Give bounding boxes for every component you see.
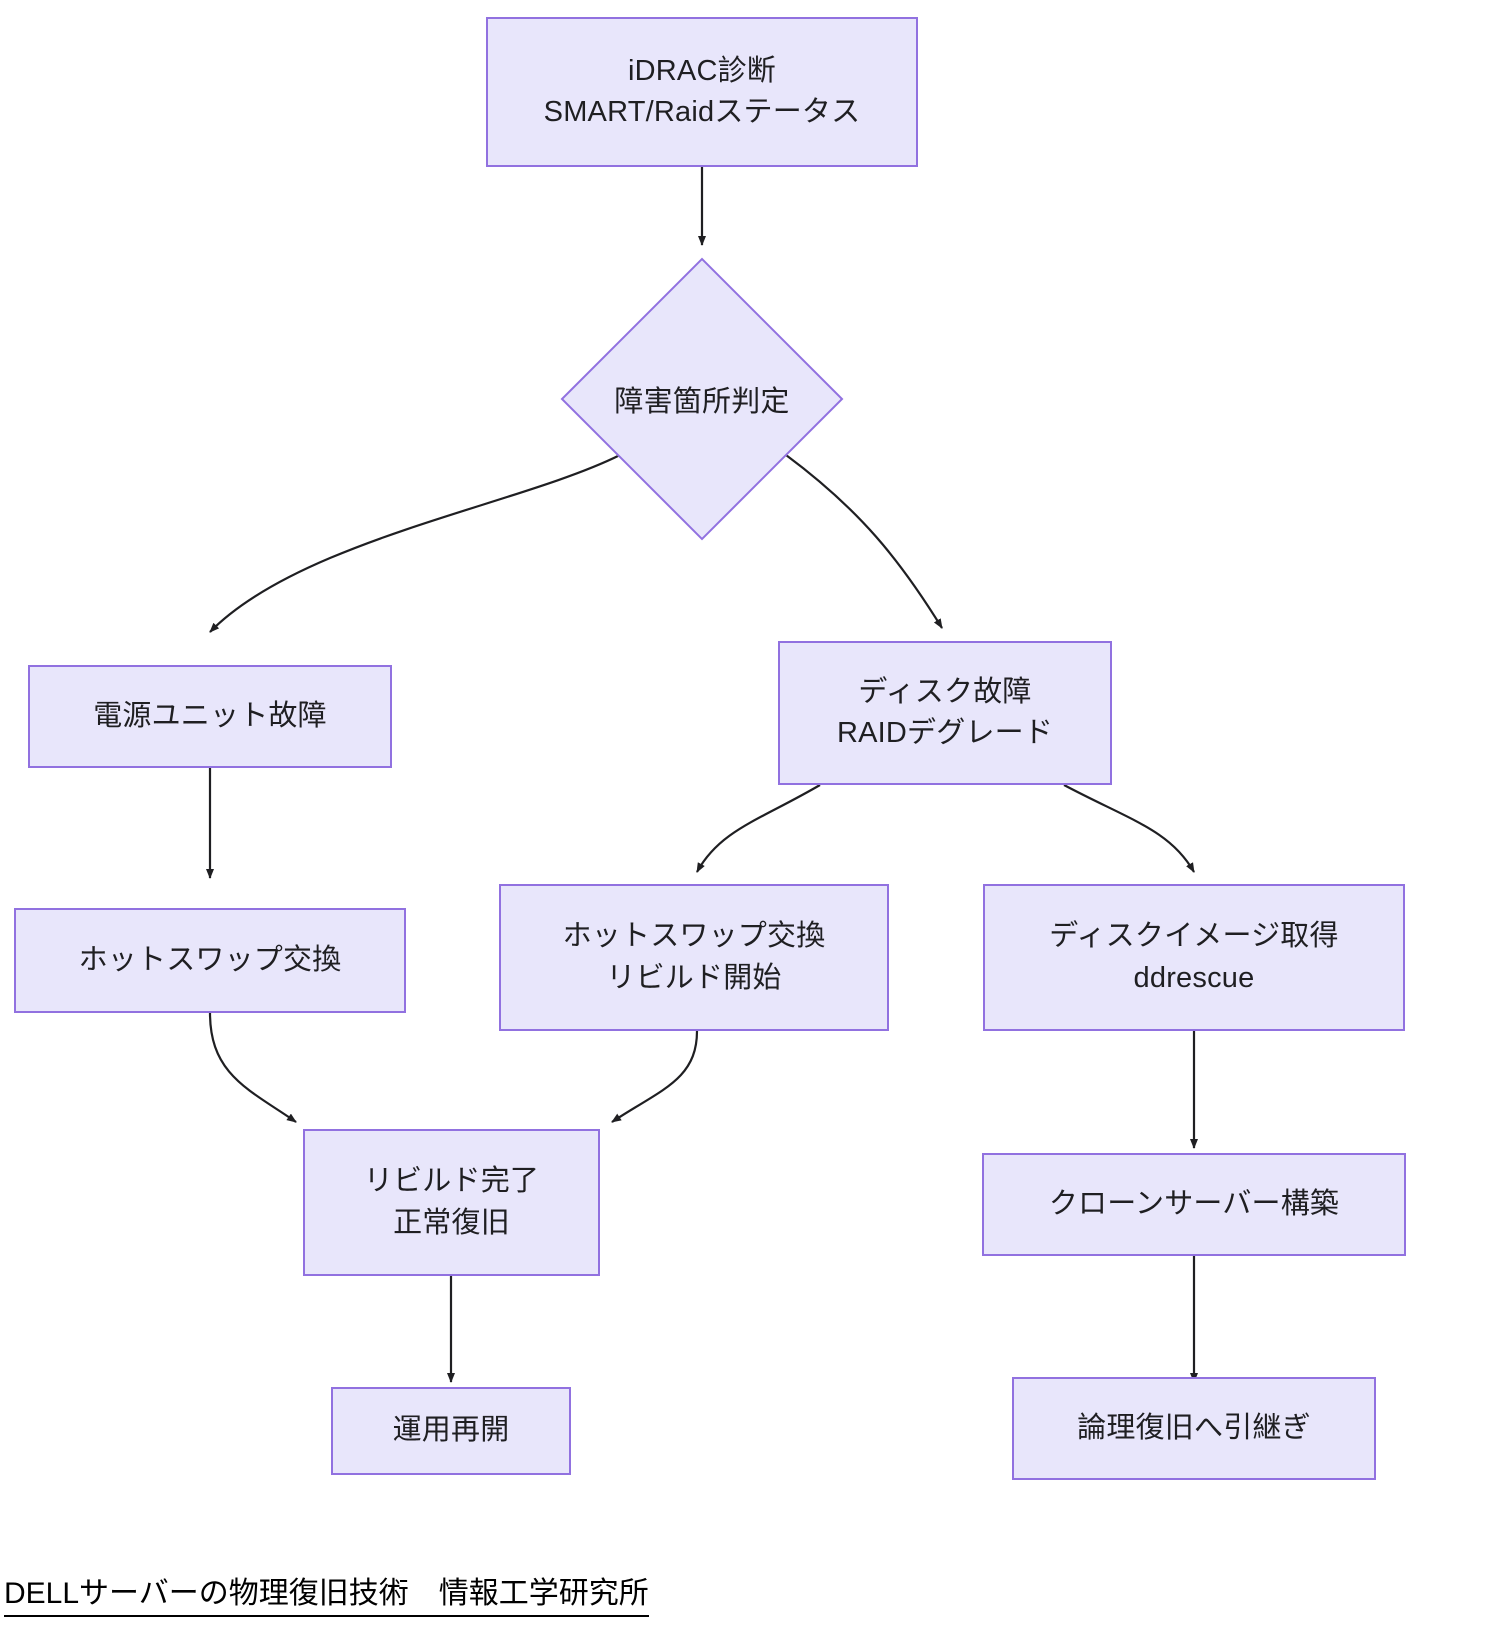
node-idrac-line1: iDRAC診断 (627, 54, 776, 87)
edge-disk-to-hotswap-mid (696, 784, 821, 873)
edge-hotswap-mid-to-rebuild (611, 1030, 699, 1123)
node-logical-recovery-handoff[interactable]: 論理復旧へ引継ぎ (1012, 1377, 1376, 1480)
node-psu-line1: 電源ユニット故障 (93, 699, 327, 732)
node-hotswap-mid-line2: リビルド開始 (606, 961, 782, 994)
node-decision-label: 障害箇所判定 (614, 386, 790, 418)
node-resume-line1: 運用再開 (392, 1414, 510, 1447)
node-clone-line1: クローンサーバー構築 (1048, 1187, 1340, 1220)
diagram-caption: DELLサーバーの物理復旧技術 情報工学研究所 (4, 1568, 649, 1617)
node-diskimage-line1: ディスクイメージ取得 (1049, 920, 1339, 953)
node-rebuild-line2: 正常復旧 (393, 1206, 510, 1239)
node-hotswap-replace-rebuild-start[interactable]: ホットスワップ交換 リビルド開始 (499, 884, 889, 1031)
node-psu-failure[interactable]: 電源ユニット故障 (28, 665, 392, 768)
node-rebuild-complete[interactable]: リビルド完了 正常復旧 (303, 1129, 600, 1276)
node-disk-failure[interactable]: ディスク故障 RAIDデグレード (778, 641, 1112, 785)
node-diskimage-line2: ddrescue (1133, 961, 1255, 994)
node-hotswap-left-line1: ホットスワップ交換 (78, 943, 342, 976)
node-resume-operations[interactable]: 運用再開 (331, 1387, 571, 1475)
node-disk-line2: RAIDデグレード (836, 717, 1054, 749)
edge-decision-to-disk (785, 454, 943, 629)
node-disk-image-acquire[interactable]: ディスクイメージ取得 ddrescue (983, 884, 1405, 1031)
node-disk-line1: ディスク故障 (858, 675, 1032, 708)
edge-decision-to-psu (209, 454, 621, 633)
node-idrac-line2: SMART/Raidステータス (543, 96, 861, 128)
edge-disk-to-diskimage (1063, 784, 1195, 873)
node-fault-location-decision[interactable]: 障害箇所判定 (560, 257, 844, 541)
node-idrac-diagnostics[interactable]: iDRAC診断 SMART/Raidステータス (486, 17, 918, 167)
node-hotswap-replace-left[interactable]: ホットスワップ交換 (14, 908, 406, 1013)
node-handoff-line1: 論理復旧へ引継ぎ (1077, 1411, 1311, 1444)
node-rebuild-line1: リビルド完了 (363, 1165, 540, 1198)
edge-hotswap-left-to-rebuild (208, 1012, 297, 1123)
node-hotswap-mid-line1: ホットスワップ交換 (562, 920, 826, 953)
node-clone-server-build[interactable]: クローンサーバー構築 (982, 1153, 1406, 1256)
